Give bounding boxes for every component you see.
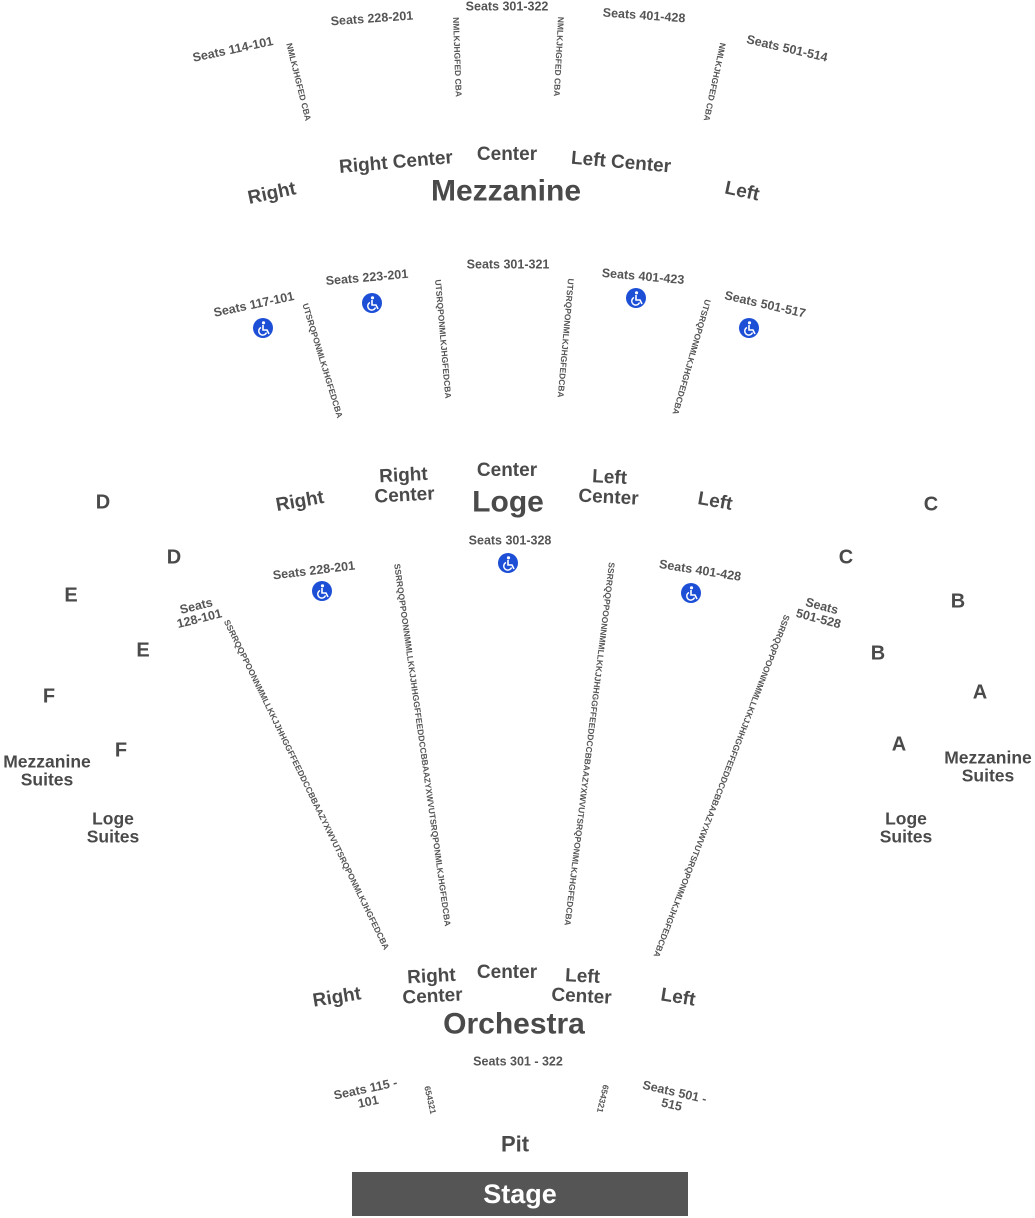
- pit-seats-right: Seats 501 - 515: [641, 1077, 708, 1115]
- loge-rows-right: UTSRQPONMLKJHGFEDCBA: [300, 302, 345, 420]
- mezz-rows-left-center: NMLKJHGFED CBA: [551, 16, 566, 97]
- loge-seats-300: Seats 301-321: [466, 257, 550, 272]
- box-a-inner: A: [891, 733, 907, 756]
- pit-seats-left: Seats 115 - 101: [332, 1075, 399, 1111]
- loge-rows-right-center: UTSRQPONMLKJHGFEDCBA: [433, 279, 454, 399]
- loge-seats-100: Seats 117-101: [212, 289, 296, 320]
- box-e-inner: E: [136, 639, 150, 662]
- wheelchair-icon: [253, 318, 273, 338]
- mezz-seats-300: Seats 301-322: [465, 0, 549, 14]
- loge-rows-left: UTSRQPONMLKJHGFEDCBA: [670, 298, 713, 416]
- mezz-seats-400: Seats 401-428: [602, 5, 686, 26]
- orch-section-left: Left: [659, 984, 697, 1011]
- wheelchair-icon: [498, 553, 518, 573]
- box-f-outer: F: [42, 685, 56, 708]
- mezzanine-suites-left: Mezzanine Suites: [3, 751, 91, 790]
- loge-section-center: Center: [476, 460, 538, 482]
- mezz-seats-500: Seats 501-514: [745, 32, 829, 65]
- box-d-inner: D: [166, 546, 182, 569]
- loge-title: Loge: [472, 485, 544, 519]
- orch-section-left-center: Left Center: [550, 965, 613, 1009]
- mezz-rows-right-center: NMLKJHGFED CBA: [451, 17, 464, 98]
- box-e-outer: E: [64, 584, 78, 607]
- mezzanine-title: Mezzanine: [430, 174, 582, 208]
- loge-section-left-center: Left Center: [577, 466, 640, 510]
- wheelchair-icon: [681, 583, 701, 603]
- mezz-rows-left: NMLKJHGFED CBA: [701, 41, 728, 123]
- box-c-outer: C: [923, 493, 939, 516]
- orch-rows-left-center: SSRRQQPPOONNMMLLKKJJHHGGFFEEDDCCBBAAZYXW…: [562, 561, 617, 927]
- mezz-section-right: Right: [245, 178, 298, 209]
- orch-seats-300: Seats 301-328: [468, 533, 552, 548]
- orch-section-right: Right: [311, 983, 363, 1012]
- loge-rows-left-center: UTSRQPONMLKJHGFEDCBA: [555, 278, 576, 399]
- mezz-seats-100: Seats 114-101: [191, 34, 275, 65]
- box-b-outer: B: [950, 590, 966, 613]
- orch-seats-400: Seats 401-428: [658, 557, 743, 584]
- loge-seats-200: Seats 223-201: [325, 266, 409, 289]
- box-b-inner: B: [870, 642, 886, 665]
- orch-rows-right-center: SSRRQQPPOONNMMLLKKJJHHGGFFEEDDCCBBAAZYXW…: [392, 563, 453, 927]
- orch-rows-left: SSRRQQPPOONNMMLLKKJJHHGGFFEEDDCCBBAAZYXW…: [651, 613, 792, 959]
- mezz-section-left: Left: [722, 177, 762, 206]
- orchestra-title: Orchestra: [443, 1007, 585, 1041]
- loge-seats-400: Seats 401-423: [601, 265, 685, 288]
- pit-seats-center: Seats 301 - 322: [473, 1054, 563, 1069]
- loge-section-left: Left: [696, 488, 735, 515]
- loge-suites-right: Loge Suites: [879, 808, 933, 847]
- mezz-seats-200: Seats 228-201: [330, 8, 414, 29]
- box-a-outer: A: [972, 681, 988, 704]
- loge-section-right: Right: [274, 486, 326, 517]
- pit-rows-left: 654321: [594, 1083, 611, 1114]
- orch-seats-100: Seats 128-101: [175, 595, 224, 632]
- loge-suites-left: Loge Suites: [86, 808, 140, 847]
- pit-title: Pit: [500, 1131, 530, 1157]
- wheelchair-icon: [739, 318, 759, 338]
- box-d-outer: D: [95, 491, 111, 514]
- mezz-section-left-center: Left Center: [570, 147, 672, 178]
- orch-rows-right: SSRRQQPPOONNMMLLKKJJHHGGFFEEDDCCBBAAZYXW…: [222, 618, 392, 952]
- mezz-section-center: Center: [476, 144, 538, 166]
- wheelchair-icon: [312, 581, 332, 601]
- orch-seats-200: Seats 228-201: [272, 558, 356, 583]
- orch-seats-500: Seats 501-528: [794, 595, 843, 632]
- loge-section-right-center: Right Center: [373, 463, 436, 508]
- wheelchair-icon: [362, 293, 382, 313]
- loge-seats-500: Seats 501-517: [723, 288, 807, 321]
- box-c-inner: C: [838, 546, 854, 569]
- orch-section-center: Center: [476, 962, 538, 984]
- pit-rows-right: 654321: [422, 1085, 439, 1115]
- orch-section-right-center: Right Center: [401, 964, 464, 1009]
- wheelchair-icon: [626, 288, 646, 308]
- mezz-rows-right: NMLKJHGFED CBA: [284, 42, 314, 122]
- box-f-inner: F: [114, 739, 128, 762]
- mezzanine-suites-right: Mezzanine Suites: [944, 747, 1032, 786]
- stage: Stage: [352, 1172, 688, 1216]
